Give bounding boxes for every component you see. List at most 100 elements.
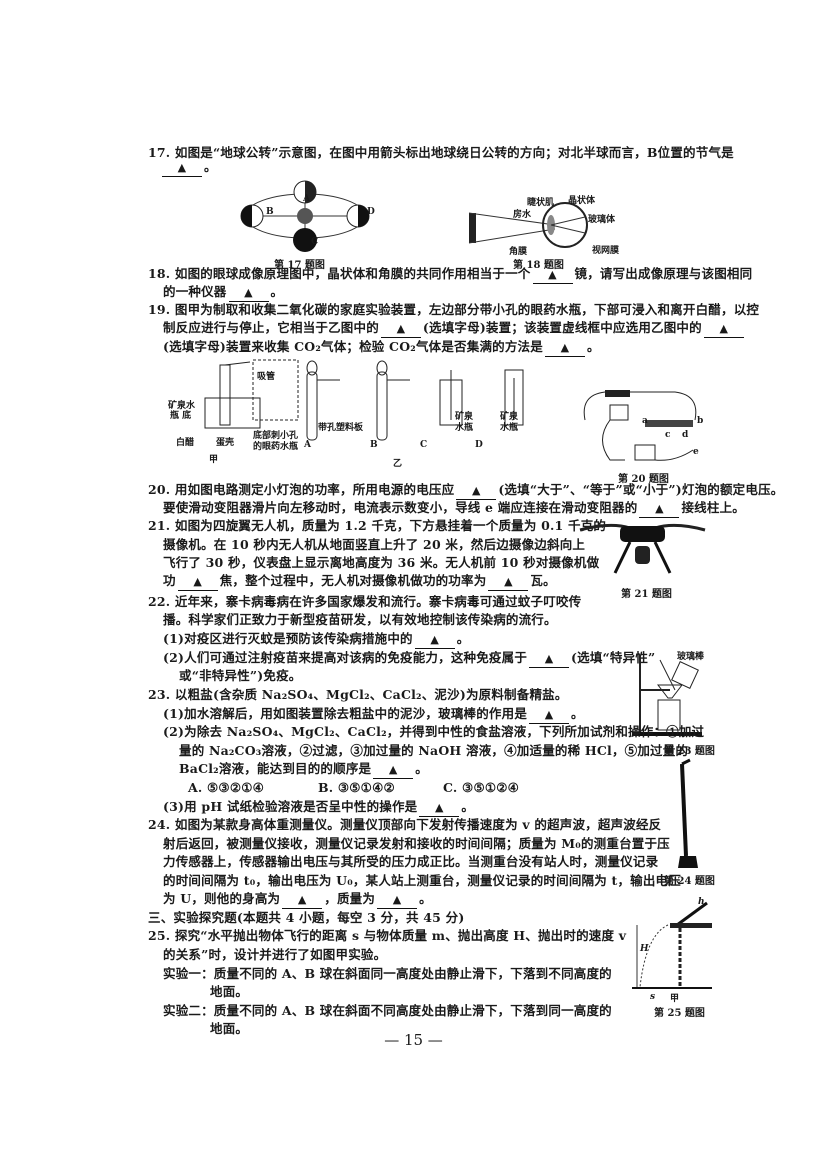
height-scale-figure [678, 758, 698, 868]
answer-blank: ▲ [529, 707, 570, 724]
answer-blank: ▲ [373, 762, 414, 779]
q22-line-3: (1)对疫区进行灭蚊是预防该传染病措施中的▲。 [163, 631, 469, 649]
orbit-label-b: B [266, 207, 274, 217]
yi-label-b: B [370, 440, 378, 450]
projectile-label-h: h [698, 897, 705, 907]
answer-blank: ▲ [456, 483, 497, 500]
q20-line-2: 要使滑动变阻器滑片向左移动时，电流表示数变小，导线 e 端应连接在滑动变阻器的▲… [163, 500, 745, 518]
q18-line-2: 的一种仪器▲。 [163, 284, 283, 302]
glass-rod-label: 玻璃棒 [677, 652, 705, 662]
circuit-label-e: e [693, 447, 699, 457]
yi-label-c: C [420, 440, 428, 450]
yi-label-a: A [304, 440, 311, 450]
q25-line-5: 实验二：质量不同的 A、B 球在斜面不同高度处由静止滑下，下落到同一高度的 [163, 1003, 612, 1018]
co2-apparatus-figure [204, 359, 524, 441]
eye-label-vitreous: 玻璃体 [588, 215, 616, 225]
answer-blank: ▲ [703, 321, 744, 338]
eye-label-aqueous: 房水 [513, 210, 532, 220]
fig23-caption: 第 23 题图 [664, 746, 715, 757]
q23-option-a: A. ⑤③②①④ [188, 780, 265, 795]
q23-line-5: BaCl₂溶液，能达到目的的顺序是▲。 [179, 761, 428, 779]
q21-line-3: 飞行了 30 秒，仪表盘上显示离地高度为 36 米。无人机前 10 秒对摄像机做 [163, 555, 600, 570]
section-3-heading: 三、实验探究题(本题共 4 小题，每空 3 分，共 45 分) [148, 910, 465, 925]
fig24-caption: 第 24 题图 [664, 876, 715, 887]
fig25-caption: 第 25 题图 [654, 1008, 705, 1019]
projectile-label-jia: 甲 [670, 994, 680, 1004]
fig18-caption: 第 18 题图 [513, 260, 564, 271]
q21-line-1: 21. 如图为四旋翼无人机，质量为 1.2 千克，下方悬挂着一个质量为 0.1 … [148, 518, 607, 533]
orbit-label-a: A [303, 194, 310, 204]
q22-line-1: 22. 近年来，寨卡病毒病在许多国家爆发和流行。寨卡病毒可通过蚊子叮咬传 [148, 594, 582, 609]
q22-line-4: (2)人们可通过注射疫苗来提高对该病的免疫能力，这种免疫属于▲(选填“特异性” [163, 650, 655, 668]
answer-blank: ▲ [177, 574, 218, 591]
answer-blank: ▲ [414, 632, 455, 649]
orbit-label-d: D [367, 207, 375, 217]
circuit-label-a: a [642, 416, 648, 426]
q19-line-2: 制反应进行与停止，它相当于乙图中的▲(选填字母)装置；该装置虚线框中应选用乙图中… [163, 320, 746, 338]
jia-label-bottle-2: 瓶 底 [170, 411, 192, 421]
q19-line-3: (选填字母)装置来收集 CO₂气体；检验 CO₂气体是否集满的方法是▲。 [163, 339, 600, 357]
projectile-figure [632, 901, 712, 989]
circuit-label-c: c [665, 430, 671, 440]
jia-label-hole-2: 的眼药水瓶 [253, 442, 299, 452]
jia-label-eggshell: 蛋壳 [216, 438, 235, 448]
fig20-caption: 第 20 题图 [618, 474, 669, 485]
q25-line-3: 实验一：质量不同的 A、B 球在斜面同一高度处由静止滑下，下落到不同高度的 [163, 966, 612, 981]
answer-blank: ▲ [380, 321, 421, 338]
yi-label-c-bottle-1: 矿泉 [455, 412, 474, 422]
q23-line-2: (1)加水溶解后，用如图装置除去粗盐中的泥沙，玻璃棒的作用是▲。 [163, 706, 584, 724]
answer-blank: ▲ [162, 160, 202, 177]
eye-label-retina: 视网膜 [592, 246, 620, 256]
projectile-label-H: H [640, 944, 649, 954]
q25-line-2: 的关系”时，设计并进行了如图甲实验。 [163, 947, 387, 962]
page-number: — 15 — [384, 1031, 443, 1049]
q23-line-q3: (3)用 pH 试纸检验溶液是否呈中性的操作是▲。 [163, 799, 474, 817]
jia-label-vinegar: 白醋 [176, 438, 195, 448]
yi-label-c-bottle-2: 水瓶 [455, 423, 474, 433]
q24-line-1: 24. 如图为某款身高体重测量仪。测量仪顶部向下发射传播速度为 v 的超声波，超… [148, 817, 662, 832]
q20-line-1: 20. 用如图电路测定小灯泡的功率，所用电源的电压应▲(选填“大于”、“等于”或… [148, 482, 783, 500]
q21-line-2: 摄像机。在 10 秒内无人机从地面竖直上升了 20 米，然后边摄像边斜向上 [163, 537, 586, 552]
yi-label-d-bottle-2: 水瓶 [500, 423, 519, 433]
answer-blank: ▲ [419, 800, 460, 817]
q24-line-4: 的时间间隔为 t₀，输出电压为 U₀，某人站上测重台，测量仪记录的时间间隔为 t… [163, 873, 681, 888]
jia-label-bottle-1: 矿泉水 [168, 401, 196, 411]
q24-line-2: 射后返回，被测量仪接收，测量仪记录发射和接收的时间间隔；质量为 M₀的测重台置于… [163, 836, 670, 851]
filtration-figure [632, 655, 702, 736]
q23-option-c: C. ③⑤①②④ [443, 780, 520, 795]
eye-label-cornea: 角膜 [509, 247, 528, 257]
answer-blank: ▲ [282, 892, 323, 909]
eye-label-lens: 晶状体 [568, 196, 596, 206]
q24-line-3: 力传感器上，传感器输出电压与其所受的压力成正比。当测重台没有站人时，测量仪记录 [163, 854, 659, 869]
q17-line-1: 17. 如图是“地球公转”示意图，在图中用箭头标出地球绕日公转的方向；对北半球而… [148, 145, 734, 160]
answer-blank: ▲ [377, 892, 418, 909]
answer-blank: ▲ [529, 651, 570, 668]
fig21-caption: 第 21 题图 [621, 589, 672, 600]
eye-label-ciliary: 睫状肌 [527, 198, 555, 208]
q17-line-2: ▲。 [160, 159, 217, 177]
yi-label: 乙 [393, 459, 403, 469]
answer-blank: ▲ [544, 340, 585, 357]
answer-blank: ▲ [488, 574, 529, 591]
earth-orbit-figure [240, 180, 370, 252]
q22-line-2: 播。科学家们正致力于新型疫苗研发，以有效地控制该传染病的流行。 [163, 612, 557, 627]
q22-line-5: 或“非特异性”)免疫。 [179, 668, 302, 683]
answer-blank: ▲ [228, 285, 269, 302]
yi-label-plate: 带孔塑料板 [318, 423, 364, 433]
projectile-label-s: s [650, 992, 656, 1002]
drone-figure [579, 523, 706, 574]
q23-line-4: 量的 Na₂CO₃溶液，②过滤，③加过量的 NaOH 溶液，④加适量的稀 HCl… [179, 743, 689, 758]
q25-line-4: 地面。 [210, 984, 249, 999]
circuit-figure [583, 390, 697, 461]
answer-blank: ▲ [639, 501, 680, 518]
eye-figure [468, 202, 588, 248]
q23-line-3: (2)为除去 Na₂SO₄、MgCl₂、CaCl₂，并得到中性的食盐溶液，下列所… [163, 724, 705, 739]
jia-label: 甲 [209, 455, 219, 465]
q18-line-1: 18. 如图的眼球成像原理图中，晶状体和角膜的共同作用相当于一个▲镜，请写出成像… [148, 266, 752, 284]
answer-blank: ▲ [532, 267, 573, 284]
q24-line-5: 为 U，则他的身高为▲，质量为▲。 [163, 891, 432, 909]
q19-line-1: 19. 图甲为制取和收集二氧化碳的家庭实验装置，左边部分带小孔的眼药水瓶，下部可… [148, 302, 760, 317]
q25-line-1: 25. 探究“水平抛出物体飞行的距离 s 与物体质量 m、抛出高度 H、抛出时的… [148, 928, 627, 943]
q23-line-1: 23. 以粗盐(含杂质 Na₂SO₄、MgCl₂、CaCl₂、泥沙)为原料制备精… [148, 687, 568, 702]
yi-label-d: D [475, 440, 483, 450]
